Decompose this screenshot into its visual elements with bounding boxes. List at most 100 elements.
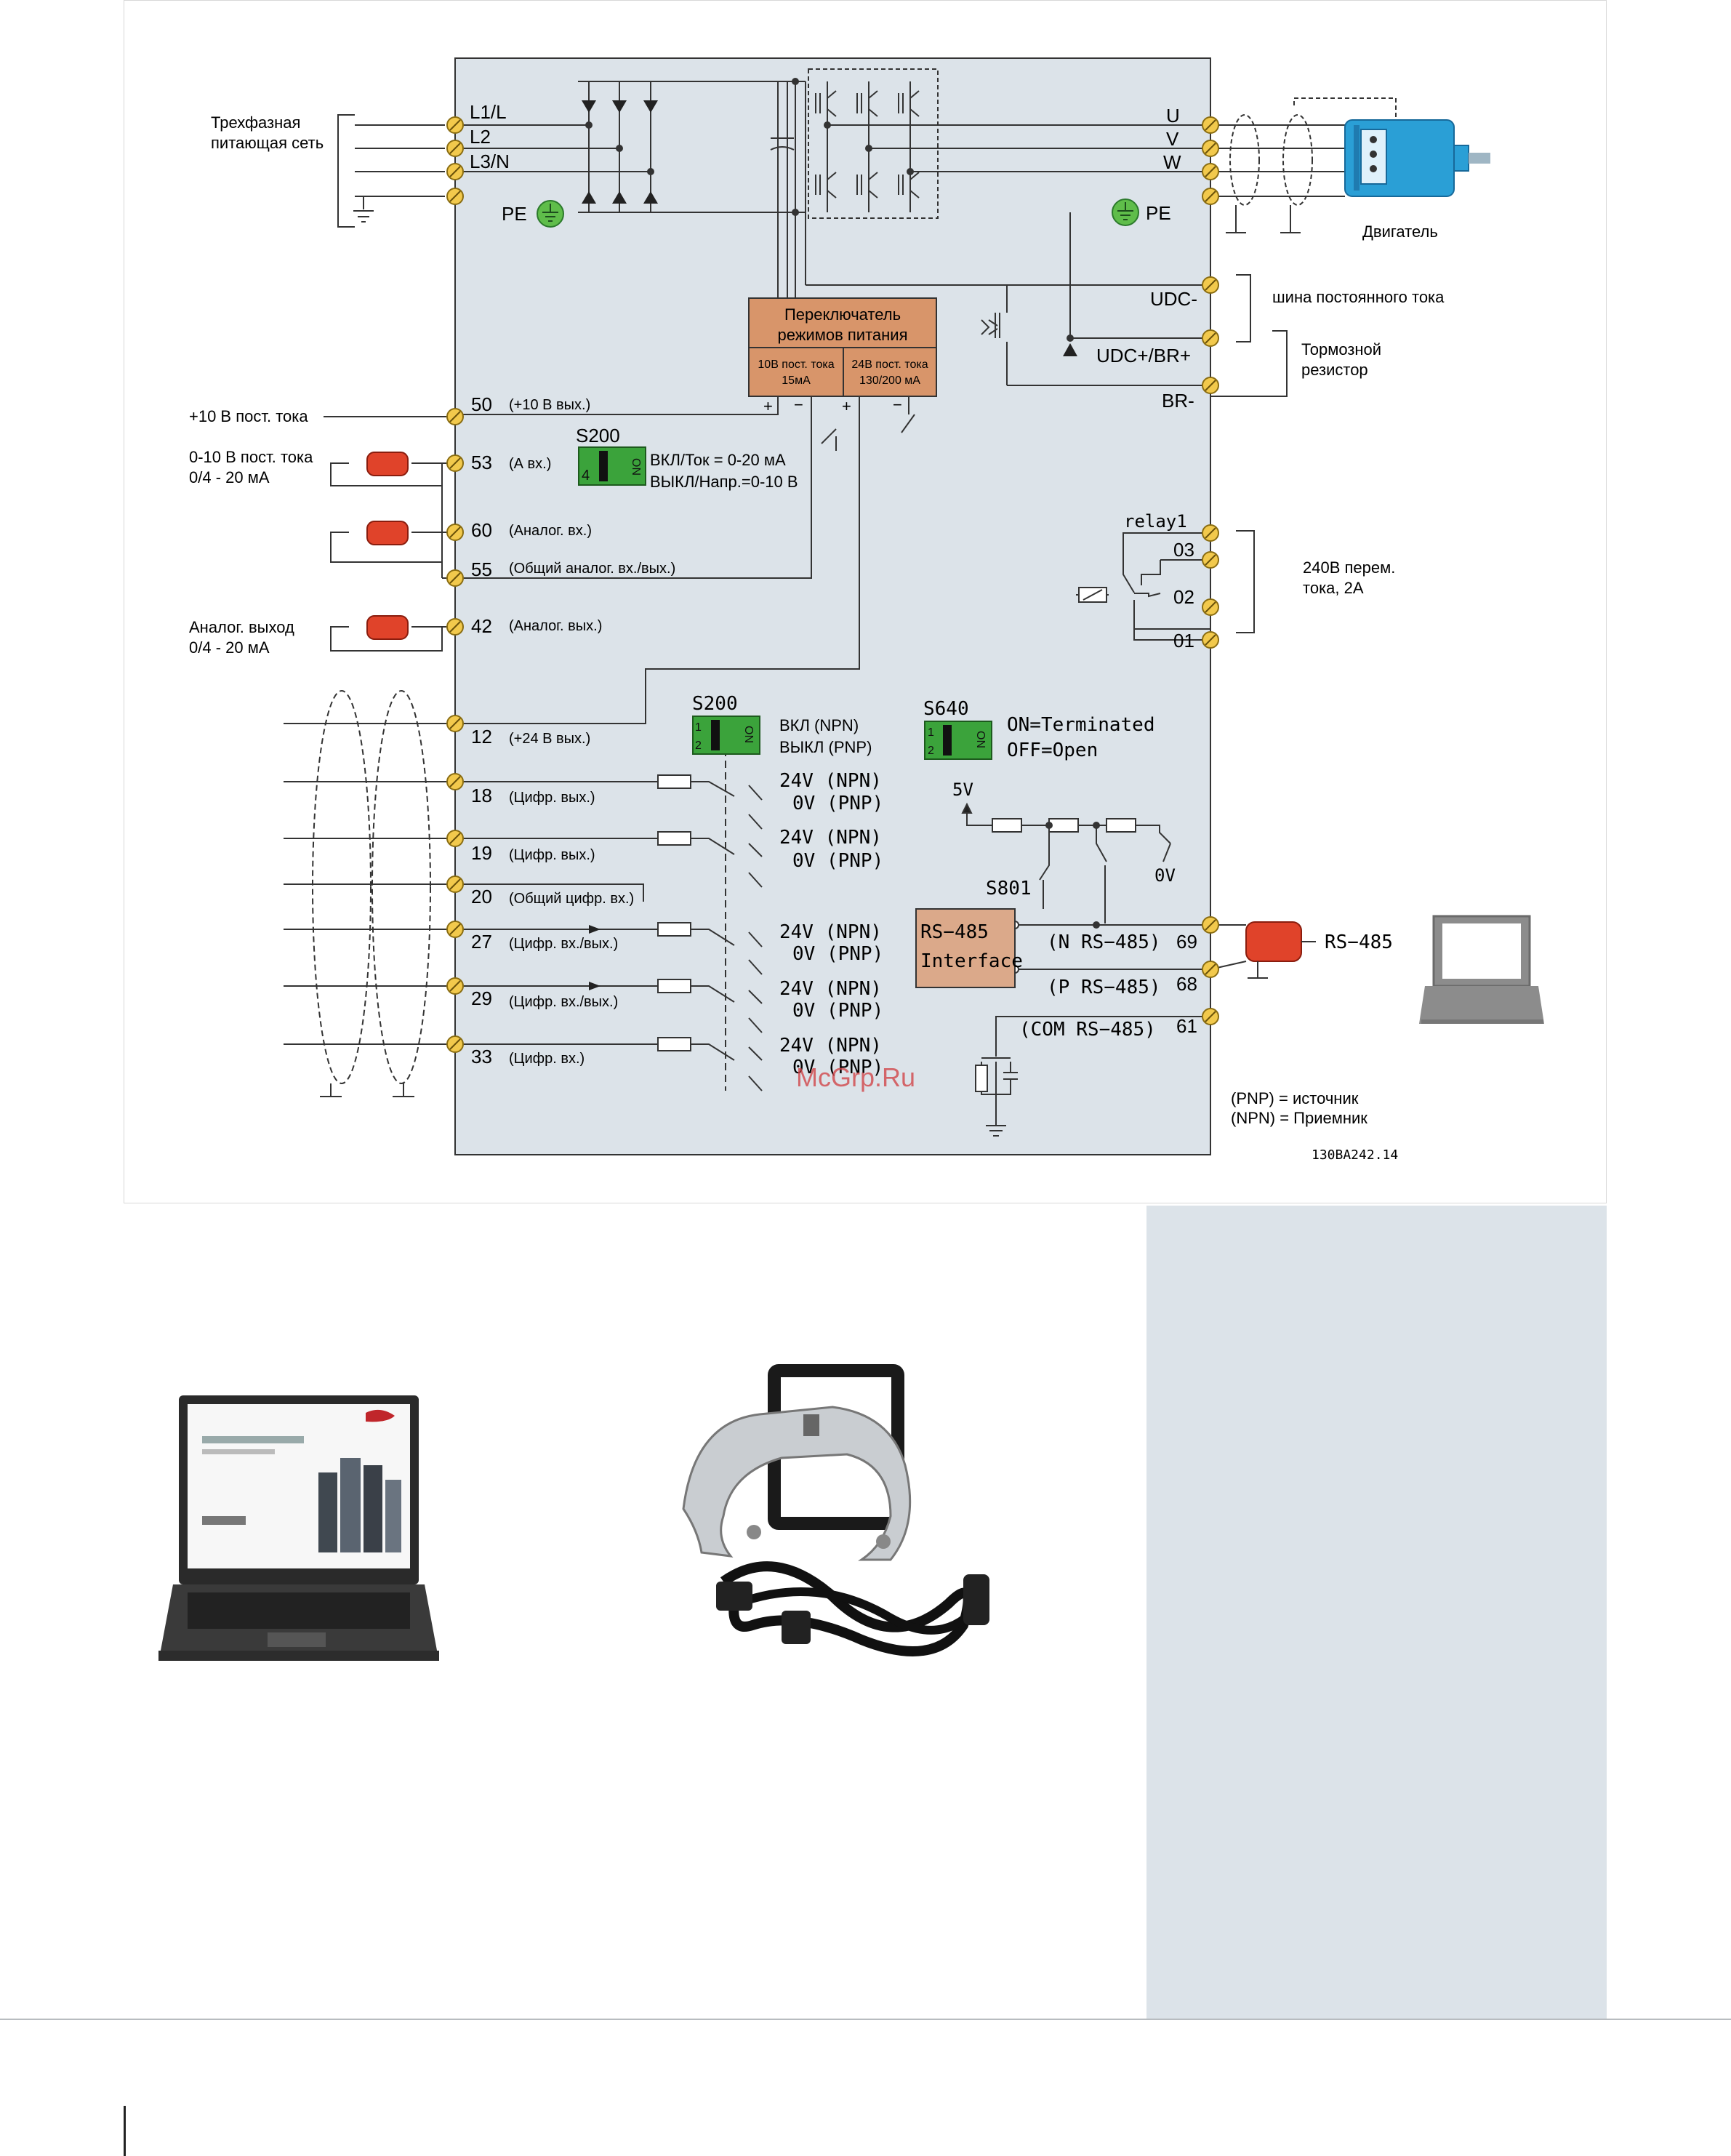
arrow-icon — [589, 925, 601, 990]
s640-line2: OFF=Open — [1007, 740, 1098, 761]
power-switch-left-1: 10В пост. тока — [758, 358, 834, 371]
terminal-19-desc: (Цифр. вых.) — [509, 847, 595, 863]
screw-terminal-icon — [446, 773, 464, 790]
rs485-interface-box — [915, 908, 1016, 988]
relay-circuit — [1076, 530, 1255, 641]
rs485-circuit — [961, 802, 1316, 1137]
screw-terminal-icon — [1202, 1008, 1219, 1025]
screw-terminal-icon — [1202, 598, 1219, 616]
screw-terminal-icon — [1202, 916, 1219, 934]
s200b-line1: ВКЛ (NPN) — [779, 716, 859, 734]
pnp-33: 0V (PNP) — [792, 1057, 883, 1078]
left-label-ain-2: 0/4 - 20 мА — [189, 468, 270, 486]
terminal-l2: L2 — [470, 126, 491, 148]
brake-circuit — [981, 212, 1288, 397]
pnp-29: 0V (PNP) — [792, 1000, 883, 1022]
mains-bracket — [337, 114, 445, 228]
cable-bracket-photo — [682, 1364, 989, 1656]
screw-terminal-icon — [1202, 961, 1219, 978]
s200a-title: S200 — [576, 425, 620, 446]
control-wiring — [455, 396, 915, 724]
laptop-icon — [1419, 915, 1544, 1024]
screw-terminal-icon — [1202, 116, 1219, 134]
rs485-n-label: (N RS−485) — [1047, 931, 1161, 953]
s200b-switch[interactable] — [692, 716, 760, 755]
s200a-sw: 4 — [582, 468, 590, 484]
power-switch-right-1: 24В пост. тока — [851, 358, 928, 371]
terminal-l3: L3/N — [470, 151, 510, 172]
screw-terminal-icon — [1202, 551, 1219, 569]
screw-terminal-icon — [1202, 276, 1219, 294]
power-switch-title-1: Переключатель — [784, 305, 901, 324]
motor-label: Двигатель — [1362, 223, 1438, 241]
npn-19: 24V (NPN) — [779, 827, 882, 849]
screw-terminal-icon — [446, 408, 464, 425]
terminal-u: U — [1166, 105, 1180, 127]
diodes — [582, 100, 658, 204]
terminal-53-num: 53 — [471, 452, 492, 473]
screw-terminal-icon — [1202, 140, 1219, 157]
terminal-v: V — [1166, 128, 1179, 150]
terminal-20-num: 20 — [471, 886, 492, 907]
rs485-n-num: 69 — [1176, 931, 1197, 953]
screw-terminal-icon — [446, 454, 464, 472]
npn-29: 24V (NPN) — [779, 978, 882, 1000]
mains-label-2: питающая сеть — [211, 134, 324, 152]
relay-01: 01 — [1173, 630, 1194, 652]
udc-diode-icon — [1063, 343, 1077, 356]
screw-terminal-icon — [446, 715, 464, 732]
screw-terminal-icon — [446, 618, 464, 636]
screw-terminal-icon — [1202, 377, 1219, 394]
laptop-photo — [158, 1395, 439, 1661]
s200a-line2: ВЫКЛ/Напр.=0-10 В — [650, 473, 798, 491]
watermark: McGrp.Ru — [796, 1062, 915, 1092]
s640-sw2: 2 — [928, 745, 934, 757]
dc-link — [770, 78, 1210, 298]
pnp-18: 0V (PNP) — [792, 793, 883, 814]
relay-02: 02 — [1173, 586, 1194, 608]
dc-bus-label: шина постоянного тока — [1272, 288, 1445, 306]
rs485-p-label: (P RS−485) — [1047, 977, 1161, 998]
terminal-50-desc: (+10 В вых.) — [509, 397, 590, 413]
screw-terminal-icon — [446, 830, 464, 847]
s200b-sw2: 2 — [695, 740, 702, 752]
s640-title: S640 — [923, 698, 969, 720]
power-switch-title-2: режимов питания — [777, 326, 907, 344]
terminal-18-num: 18 — [471, 785, 492, 806]
s640-switch[interactable] — [924, 721, 992, 760]
terminal-l1: L1/L — [470, 101, 507, 123]
screw-terminal-icon — [446, 921, 464, 938]
motor-icon — [1344, 119, 1490, 197]
terminal-27-desc: (Цифр. вх./вых.) — [509, 936, 618, 952]
rs485-0v: 0V — [1154, 865, 1176, 886]
udc-minus-label: UDC- — [1150, 288, 1197, 310]
diagram-code: 130BA242.14 — [1312, 1147, 1398, 1163]
s200a-switch[interactable] — [578, 446, 646, 486]
relay-label-1: 240В перем. — [1303, 558, 1395, 577]
relay-03: 03 — [1173, 539, 1194, 561]
left-label-10v: +10 В пост. тока — [189, 407, 308, 425]
mains-label-1: Трехфазная — [211, 113, 300, 132]
terminal-12-num: 12 — [471, 726, 492, 748]
rs485-com-num: 61 — [1176, 1015, 1197, 1037]
rs485-iface-2: Interface — [920, 950, 1023, 972]
npn-33: 24V (NPN) — [779, 1035, 882, 1057]
side-panel — [1146, 1206, 1607, 2019]
rs485-com-label: (COM RS−485) — [1019, 1019, 1156, 1041]
s200b-line2: ВЫКЛ (PNP) — [779, 738, 872, 756]
terminal-42-num: 42 — [471, 615, 492, 637]
digital-io-circuit — [455, 749, 763, 1091]
digital-cable — [284, 690, 455, 1097]
margin-line — [124, 2106, 126, 2156]
terminal-53-desc: (А вх.) — [509, 456, 551, 472]
brake-label-1: Тормозной — [1301, 340, 1381, 358]
rs485-p-num: 68 — [1176, 973, 1197, 995]
s200a-on: ON — [630, 458, 642, 476]
left-label-aout-1: Аналог. выход — [189, 618, 294, 636]
screw-terminal-icon — [446, 188, 464, 205]
screw-terminal-icon — [446, 1035, 464, 1053]
s200b-on: ON — [742, 726, 755, 743]
power-switch-plus-1: + — [763, 397, 773, 415]
screw-terminal-icon — [446, 875, 464, 893]
screw-terminal-icon — [446, 524, 464, 541]
